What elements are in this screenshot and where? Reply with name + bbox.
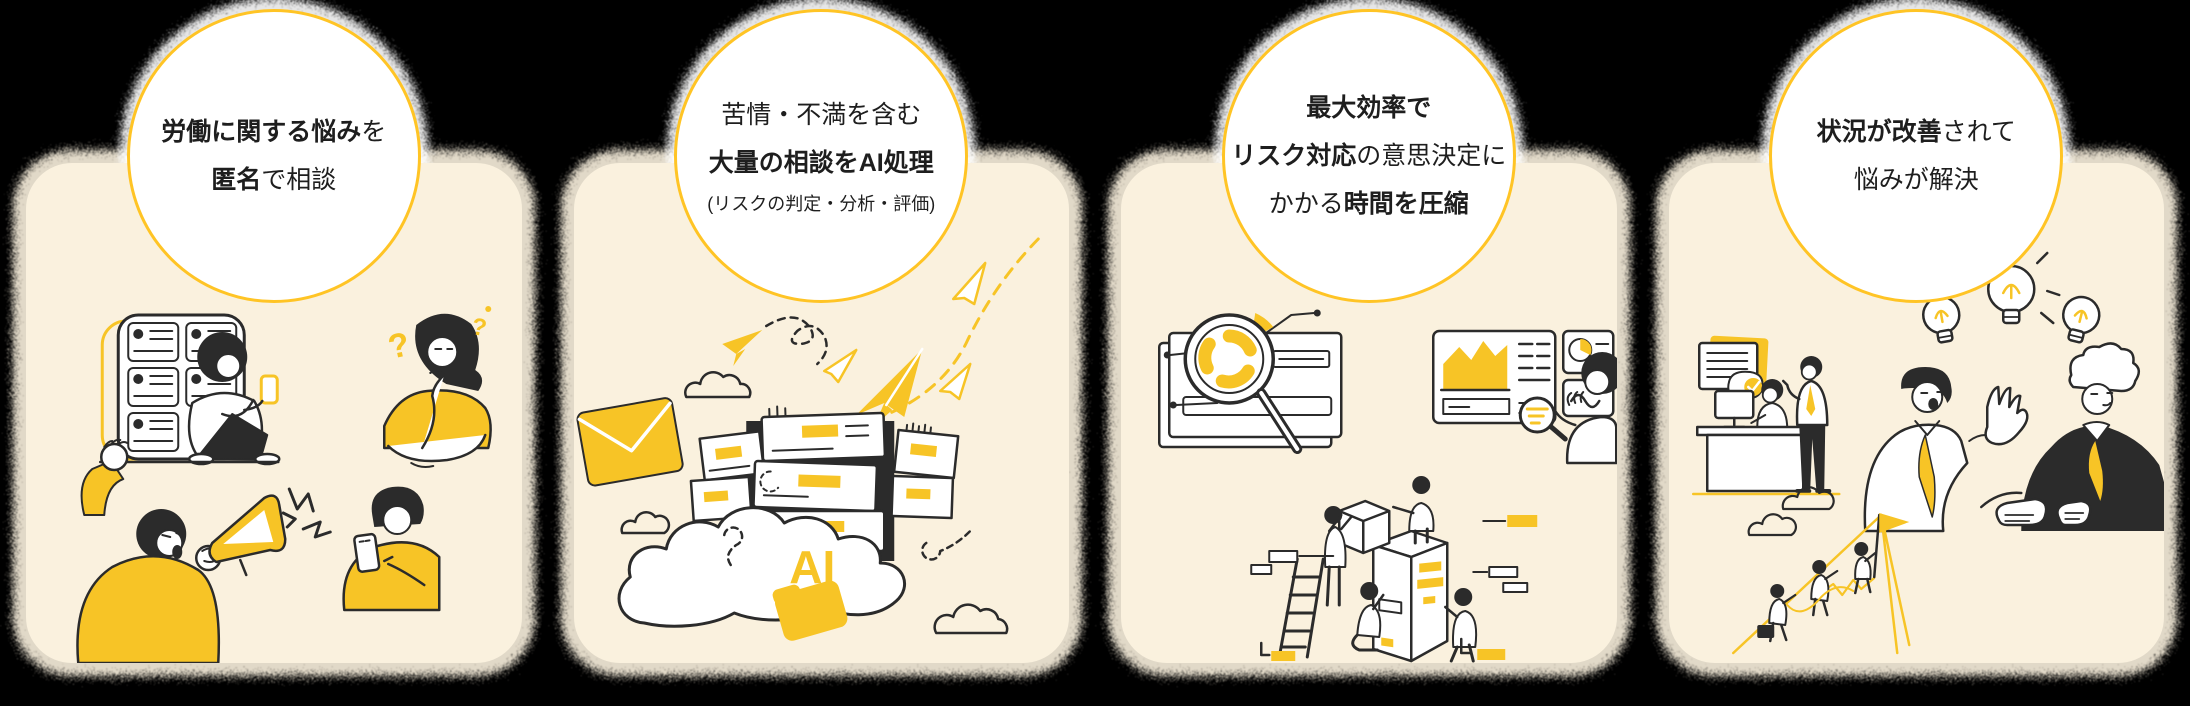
analyst-with-magnifier xyxy=(1518,352,1617,465)
paper-plane-icon xyxy=(822,348,857,384)
dashed-curl-trail xyxy=(764,316,828,366)
badge-line: 大量の相談をAI処理 xyxy=(708,148,934,177)
badge-ai-processing: 苦情・不満を含む 大量の相談をAI処理 (リスクの判定・分析・評価) xyxy=(674,9,969,303)
badge-line: 匿名で相談 xyxy=(211,166,337,194)
office-desk-scene xyxy=(1691,335,1840,496)
thinking-woman: ? ? xyxy=(383,306,492,468)
person-figure xyxy=(1351,582,1385,652)
paper-plane-icon xyxy=(721,330,762,366)
step-4: 状況が改善されて 悩みが解決 xyxy=(1643,0,2190,706)
badge-line: 労働に関する悩みを xyxy=(161,118,387,146)
folder-icon xyxy=(772,580,847,641)
badge-anonymous-consultation: 労働に関する悩みを 匿名で相談 xyxy=(126,9,421,303)
sitting-person-with-phone xyxy=(99,332,281,466)
risk-analysis-illustration xyxy=(1158,309,1617,663)
handshake-businessmen xyxy=(1863,342,2164,533)
resolution-handshake-illustration xyxy=(1691,237,2164,655)
badge-line: 状況が改善されて xyxy=(1816,118,2016,146)
team-organizing-boxes xyxy=(1250,476,1538,663)
question-mark-icon: ? xyxy=(470,313,489,342)
step-3: 最大効率で リスク対応の意思決定に かかる時間を圧縮 xyxy=(1095,0,1643,706)
cloud-outline-icon xyxy=(683,370,751,399)
floating-tags xyxy=(1250,515,1538,661)
ai-cloud: AI xyxy=(617,506,971,641)
badge-line: 苦情・不満を含む xyxy=(721,100,922,129)
cloud-outline-icon xyxy=(619,510,670,535)
question-mark-icon: ? xyxy=(385,325,413,366)
ai-cloud-processing-illustration: AI xyxy=(575,237,1040,641)
climber-figure xyxy=(1853,542,1876,595)
mountain-flag-climbers xyxy=(1731,486,1910,655)
paper-plane-icon xyxy=(951,261,986,306)
card-anonymous-consultation: ? ? xyxy=(26,163,522,663)
badge-line: かかる時間を圧縮 xyxy=(1268,190,1469,218)
cloud-outline-icon xyxy=(932,603,1008,635)
magnifier-donut-window xyxy=(1158,309,1343,454)
badge-subline: (リスクの判定・分析・評価) xyxy=(707,193,936,214)
badge-line: 最大効率で xyxy=(1306,94,1432,122)
paper-plane-icon xyxy=(938,362,971,401)
step-1: ? ? xyxy=(0,0,548,706)
workers-worries-illustration: ? ? xyxy=(76,306,492,663)
megaphone-man xyxy=(76,438,332,663)
idea-bulbs xyxy=(1921,237,2100,344)
person-with-phone xyxy=(342,486,441,612)
badge-line: 悩みが解決 xyxy=(1853,166,1979,194)
noise-marks xyxy=(281,487,332,539)
climber-figure xyxy=(1756,584,1796,643)
dashboard-panels xyxy=(1432,329,1615,425)
dashed-flight-trail xyxy=(852,237,1040,428)
climber-figure xyxy=(1809,560,1838,617)
badge-line: リスク対応の意思決定に xyxy=(1231,142,1507,170)
ladder xyxy=(1277,557,1325,659)
person-figure xyxy=(1392,476,1435,545)
step-2: AI 苦情・不満を含む 大量の相談をAI処理 (リスクの判定・分析・評価) xyxy=(548,0,1096,706)
badge-problem-solved: 状況が改善されて 悩みが解決 xyxy=(1769,9,2064,303)
envelope-icon xyxy=(575,397,684,487)
badge-decision-time-compression: 最大効率で リスク対応の意思決定に かかる時間を圧縮 xyxy=(1221,9,1516,303)
